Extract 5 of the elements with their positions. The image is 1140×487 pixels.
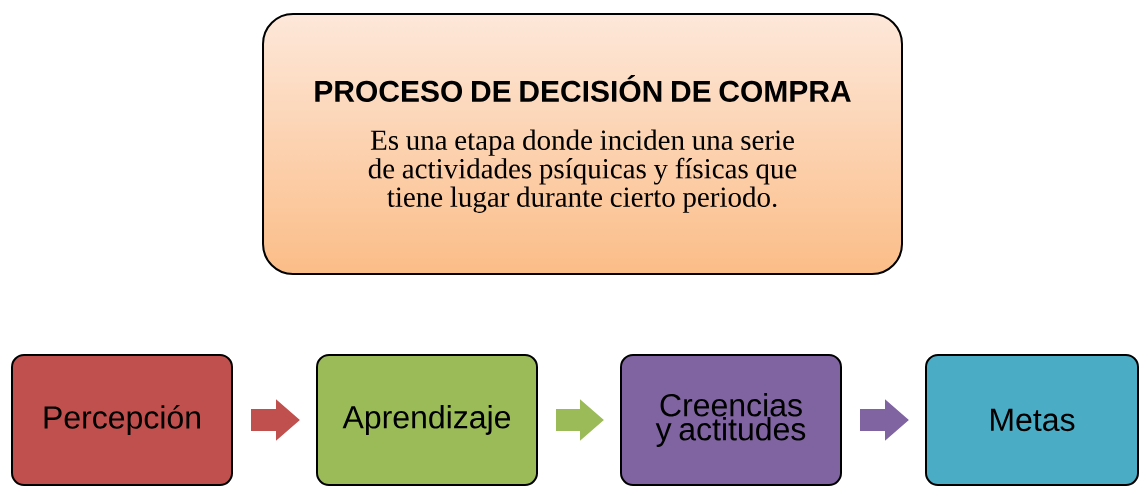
- title-box: PROCESO DE DECISIÓN DE COMPRA Es una etapa donde inciden una serie de actividades psíquicas y físicas que tiene lugar durante cierto periodo.: [262, 13, 903, 275]
- process-box: Metas: [925, 354, 1139, 486]
- process-box: Creencias y actitudes: [620, 354, 842, 486]
- process-box: Aprendizaje: [316, 354, 538, 486]
- process-box: Percepción: [11, 354, 233, 486]
